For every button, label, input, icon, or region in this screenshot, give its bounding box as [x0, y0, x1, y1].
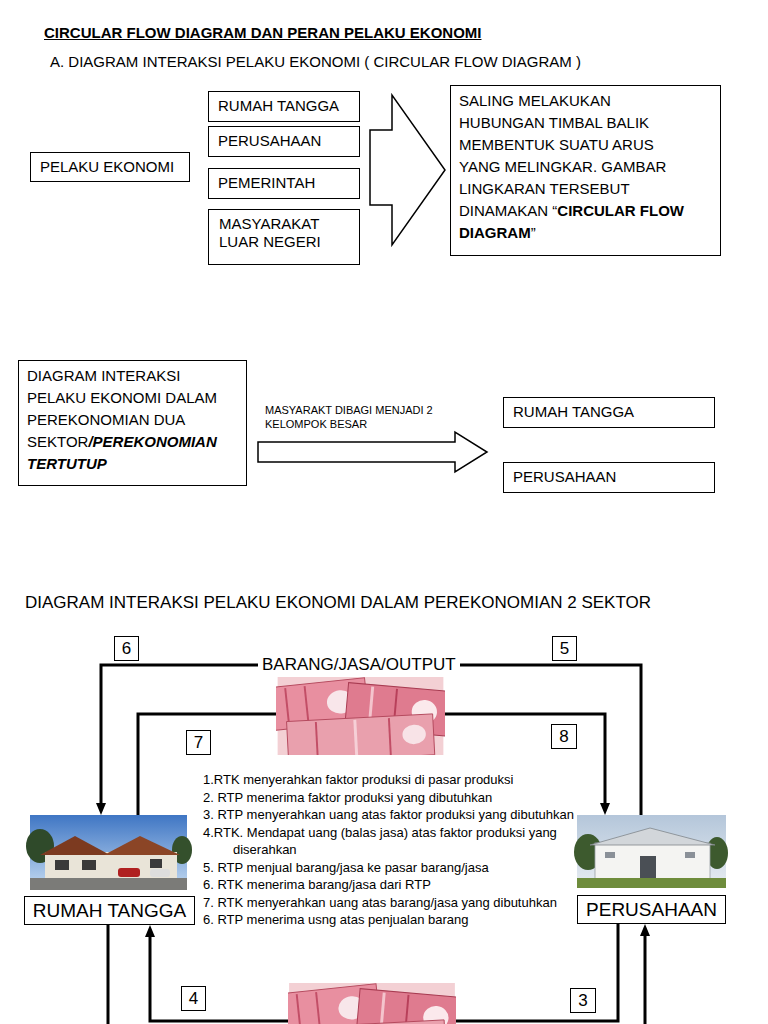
- text-box: PERUSAHAAN: [208, 126, 360, 157]
- block-arrow: [370, 95, 445, 245]
- house-picture: [45, 852, 177, 879]
- number-text: 7: [187, 731, 210, 754]
- box-text: PEMERINTAH: [218, 174, 350, 192]
- factory-picture: [590, 828, 715, 845]
- step-list: 1.RTK menyerahkan faktor produksi di pas…: [203, 771, 581, 929]
- factory-picture: [640, 856, 656, 879]
- text-box: RUMAH TANGGA: [503, 397, 715, 428]
- box-text: PERUSAHAAN: [218, 132, 350, 150]
- picture-space: [24, 815, 195, 896]
- money-picture: [279, 983, 462, 1024]
- factory-picture: [685, 852, 695, 858]
- section-heading: DIAGRAM INTERAKSI PELAKU EKONOMI DALAM P…: [25, 593, 651, 613]
- box-text: MASYARAKAT LUAR NEGERI: [219, 215, 349, 251]
- callout-number: 7: [186, 730, 211, 755]
- text-box: RUMAH TANGGA: [208, 91, 360, 122]
- labelled-picture-box: PERUSAHAAN: [577, 815, 726, 924]
- callout-number: 4: [181, 986, 206, 1011]
- step-text: 3. RTP menyerahkan uang atas faktor prod…: [203, 806, 581, 824]
- house-picture: [82, 860, 96, 870]
- box-text: RUMAH TANGGA: [513, 403, 705, 421]
- step-text: 2. RTP menerima faktor produksi yang dib…: [203, 789, 581, 807]
- text-box: DIAGRAM INTERAKSI PELAKU EKONOMI DALAM P…: [18, 360, 247, 486]
- text-box: PELAKU EKONOMI: [30, 152, 190, 182]
- box-text: SALING MELAKUKAN HUBUNGAN TIMBAL BALIK M…: [459, 90, 692, 244]
- arrow-note: MASYARAKT DIBAGI MENJADI 2 KELOMPOK BESA…: [265, 403, 455, 431]
- callout-number: 6: [114, 636, 139, 661]
- callout-number: 8: [551, 724, 577, 749]
- emphasis: CIRCULAR FLOW DIAGRAM: [459, 202, 684, 241]
- block-arrow: [258, 432, 487, 472]
- text-box: MASYARAKAT LUAR NEGERI: [208, 209, 360, 265]
- factory-picture: [577, 815, 726, 888]
- money-picture: [268, 677, 451, 762]
- flow-arrow: [101, 665, 641, 815]
- page-title: CIRCULAR FLOW DIAGRAM DAN PERAN PELAKU E…: [44, 24, 481, 41]
- factory-picture: [574, 815, 728, 888]
- step-text: 7. RTK menyerahkan uang atas barang/jasa…: [203, 894, 581, 912]
- text-box: PEMERINTAH: [208, 168, 360, 199]
- number-text: 4: [182, 987, 205, 1010]
- step-text: 6. RTP menerima usng atas penjualan bara…: [203, 911, 581, 929]
- box-text: DIAGRAM INTERAKSI PELAKU EKONOMI DALAM P…: [27, 365, 238, 475]
- box-text: PELAKU EKONOMI: [40, 158, 180, 176]
- number-text: 6: [115, 637, 138, 660]
- house-picture: [150, 859, 162, 868]
- emphasis: /PEREKONOMIAN TERTUTUP: [27, 433, 217, 472]
- factory-picture: [605, 852, 615, 858]
- box-label: RUMAH TANGGA: [24, 896, 195, 925]
- house-picture: [30, 815, 187, 890]
- house-picture: [40, 836, 110, 855]
- step-text: 4.RTK. Mendapat uang (balas jasa) atas f…: [203, 824, 581, 859]
- house-picture: [118, 868, 140, 877]
- number-text: 8: [552, 725, 576, 748]
- section-heading: A. DIAGRAM INTERAKSI PELAKU EKONOMI ( CI…: [50, 53, 581, 70]
- step-text: 5. RTP menjual barang/jasa ke pasar bara…: [203, 859, 581, 877]
- callout-number: 5: [552, 636, 577, 661]
- house-picture: [104, 836, 180, 855]
- factory-picture: [577, 878, 726, 888]
- box-text: PERUSAHAAN: [513, 468, 705, 486]
- text-box: PERUSAHAAN: [503, 462, 715, 493]
- number-text: 5: [553, 637, 576, 660]
- text-box: SALING MELAKUKAN HUBUNGAN TIMBAL BALIK M…: [450, 85, 721, 256]
- number-text: 3: [571, 989, 595, 1012]
- step-text: 6. RTK menerima barang/jasa dari RTP: [203, 876, 581, 894]
- box-label: PERUSAHAAN: [577, 895, 726, 924]
- factory-picture: [595, 843, 710, 879]
- house-picture: [26, 815, 192, 890]
- house-picture: [150, 869, 170, 877]
- step-text: 1.RTK menyerahkan faktor produksi di pas…: [203, 771, 581, 789]
- box-text: RUMAH TANGGA: [218, 97, 350, 115]
- house-picture: [30, 878, 187, 890]
- house-picture: [55, 860, 69, 870]
- callout-number: 3: [570, 988, 596, 1013]
- labelled-picture-box: RUMAH TANGGA: [24, 815, 195, 925]
- picture-space: [577, 815, 726, 895]
- flow-label: BARANG/JASA/OUTPUT: [258, 654, 460, 675]
